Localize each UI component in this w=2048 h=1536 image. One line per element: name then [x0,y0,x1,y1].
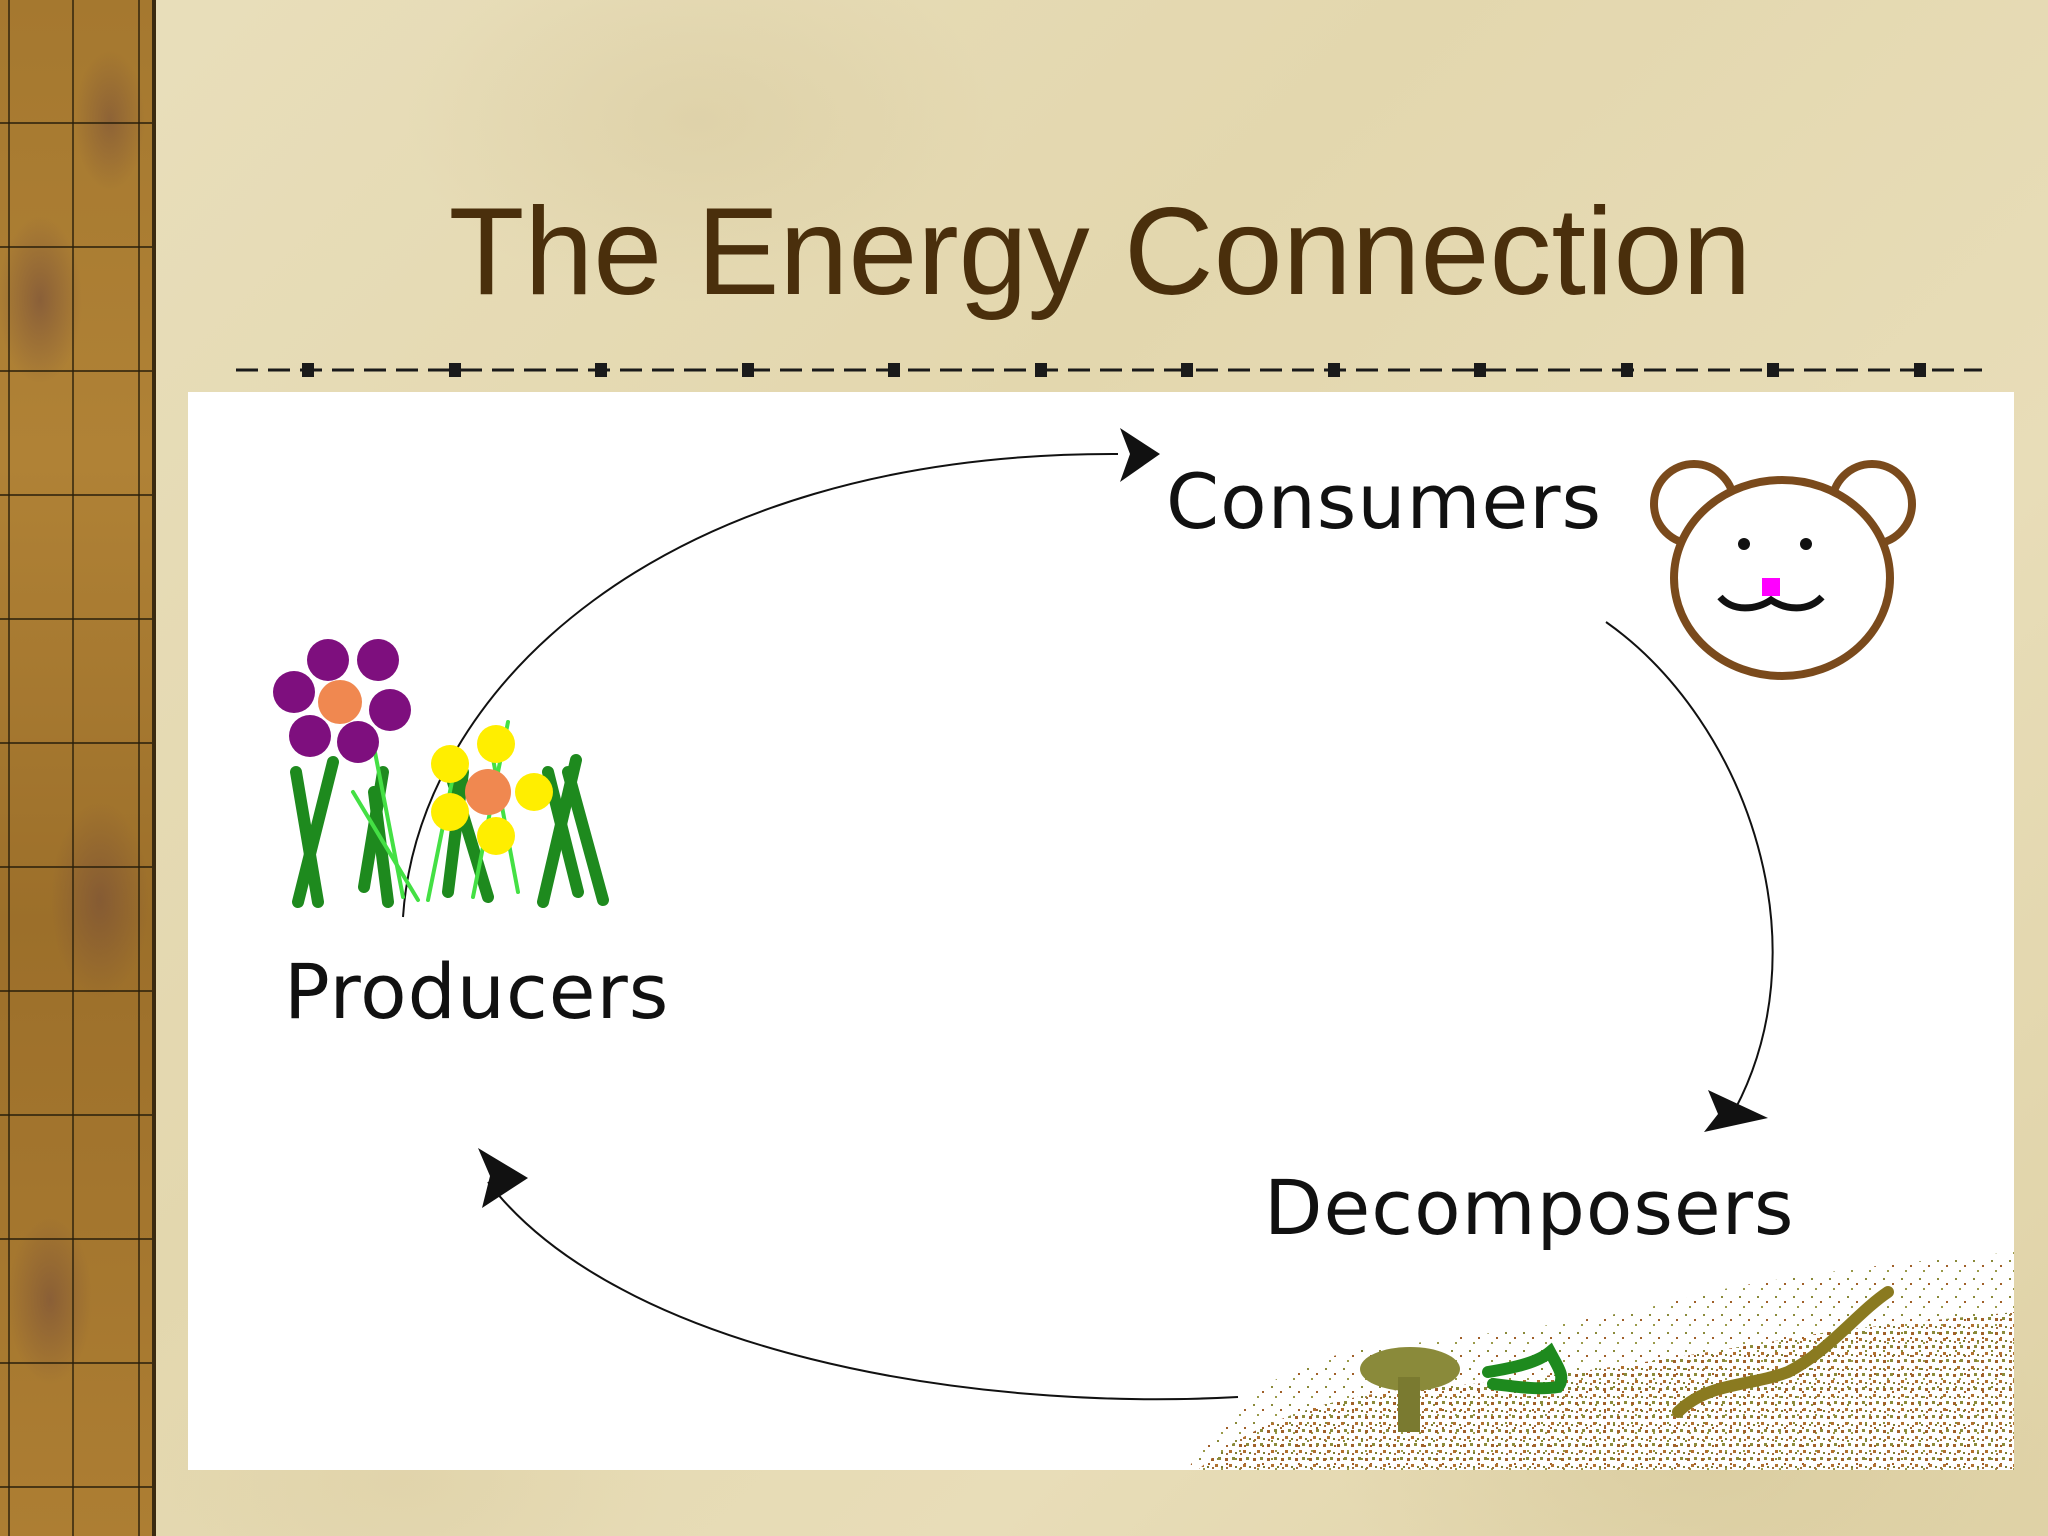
decorative-side-strip [0,0,156,1536]
soil-illustration [1188,1252,2014,1470]
strip-grid [0,0,152,1536]
arrow-consumers-to-decomposers [1605,621,1774,1123]
decomposers-label: Decomposers [1264,1163,1795,1252]
flowers-icon [273,639,609,908]
arrowhead-consumers [1120,428,1160,482]
mushroom-icon [1360,1347,1460,1432]
producers-label: Producers [284,947,670,1036]
brown-worm-icon [1672,1286,1894,1418]
arrowheads [478,428,1768,1208]
cycle-drawing [273,428,2014,1470]
slide-title: The Energy Connection [448,183,1752,321]
cycle-arrows [402,452,1774,1401]
consumers-label: Consumers [1166,457,1603,546]
energy-cycle-diagram: Consumers Producers Decomposers [188,392,2014,1470]
title-divider [236,363,1982,377]
arrow-decomposers-to-producers [487,1181,1239,1401]
arrow-producers-to-consumers [402,452,1119,918]
arrowhead-decomposers [1704,1090,1768,1132]
bear-icon [1650,460,1916,680]
arrowhead-producers [478,1148,528,1208]
green-worm-icon [1482,1342,1568,1395]
